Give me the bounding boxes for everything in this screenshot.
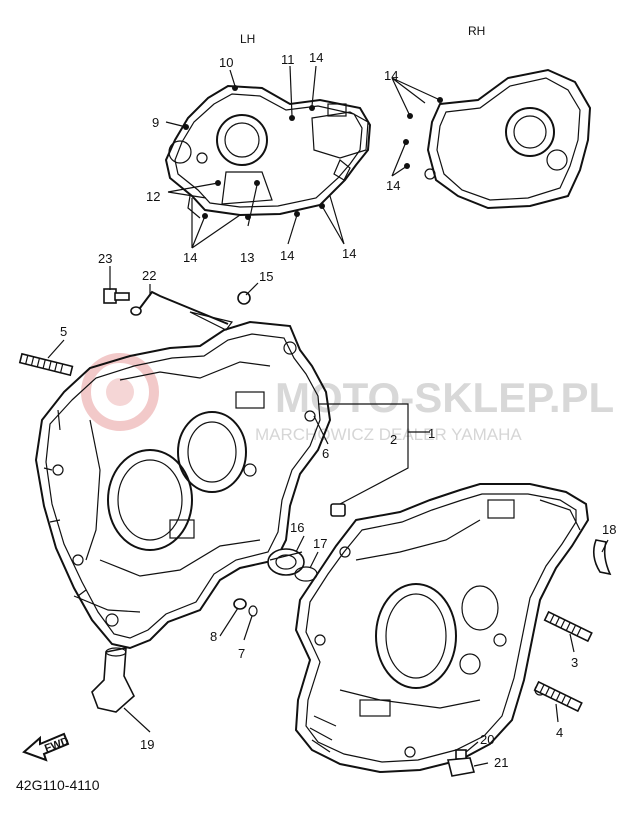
callout-1: 1 [428, 426, 435, 441]
callout-5: 5 [60, 324, 67, 339]
clip-18 [592, 539, 612, 576]
callout-20: 20 [480, 732, 494, 747]
callout-11: 11 [281, 52, 295, 67]
cap-16 [267, 548, 305, 576]
callout-23: 23 [98, 251, 112, 266]
watermark-dealer: MARCHOWICZ DEALER YAMAHA [255, 425, 522, 444]
lh-gasket [164, 84, 372, 220]
pipe-19 [91, 647, 135, 713]
plug-15 [237, 291, 251, 305]
o-ring-7 [248, 605, 258, 617]
leader-lines [47, 65, 609, 767]
callout-14a: 14 [309, 50, 323, 65]
stud-5 [18, 352, 74, 377]
callout-15: 15 [259, 269, 273, 284]
callout-3: 3 [571, 655, 578, 670]
stud-4 [533, 680, 583, 713]
fwd-label: FWD [43, 735, 71, 755]
callouts: 9 10 11 14 12 13 14 14 14 14 14 23 22 15… [60, 50, 616, 770]
callout-12: 12 [146, 189, 160, 204]
breather-rod-22 [130, 290, 234, 331]
fwd-arrow-icon: FWD [22, 732, 71, 762]
o-ring-17 [294, 566, 318, 582]
watermark-brand: MOTO-SKLEP.PL [275, 374, 614, 421]
figure-code: 42G110-4110 [16, 777, 100, 793]
small-parts [18, 288, 612, 777]
callout-16: 16 [290, 520, 304, 535]
callout-21: 21 [494, 755, 508, 770]
callout-22: 22 [142, 268, 156, 283]
callout-9: 9 [152, 115, 159, 130]
plate-21 [446, 757, 476, 777]
callout-14b: 14 [183, 250, 197, 265]
callout-7: 7 [238, 646, 245, 661]
callout-17: 17 [313, 536, 327, 551]
callout-14c: 14 [280, 248, 294, 263]
callout-6: 6 [322, 446, 329, 461]
rh-label: RH [468, 24, 485, 38]
dowel-6 [330, 503, 346, 517]
lh-label: LH [240, 32, 255, 46]
left-crankcase [34, 320, 332, 650]
stud-3 [543, 610, 593, 643]
watermark: MOTO-SKLEP.PL MARCHOWICZ DEALER YAMAHA [81, 353, 614, 444]
watermark-logo-center [106, 378, 134, 406]
callout-14e: 14 [384, 68, 398, 83]
callout-18: 18 [602, 522, 616, 537]
right-crankcase [294, 483, 590, 774]
plug-20 [455, 749, 467, 760]
rh-gasket [403, 68, 592, 210]
bolt-23 [103, 288, 130, 304]
dowel-8 [233, 598, 247, 610]
callout-14d: 14 [342, 246, 356, 261]
callout-13: 13 [240, 250, 254, 265]
callout-10: 10 [219, 55, 233, 70]
callout-14f: 14 [386, 178, 400, 193]
callout-2: 2 [390, 432, 397, 447]
callout-8: 8 [210, 629, 217, 644]
callout-4: 4 [556, 725, 563, 740]
callout-19: 19 [140, 737, 154, 752]
